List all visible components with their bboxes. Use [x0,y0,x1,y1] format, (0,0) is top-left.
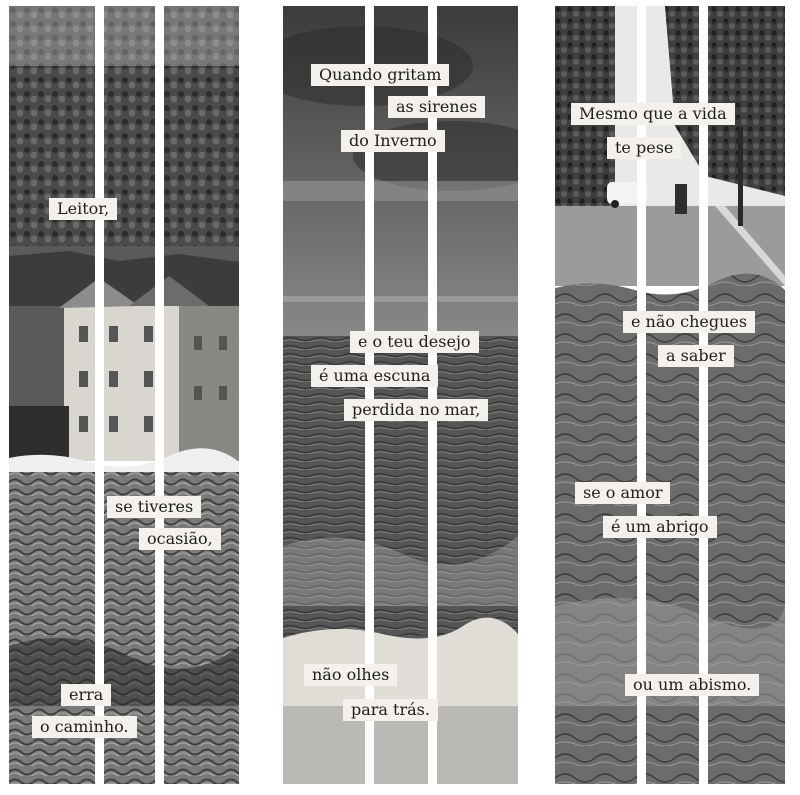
poem-line: erra [61,684,112,706]
collage-panel-sea: Quando gritam as sirenes do Inverno e o … [283,6,518,784]
poem-line: não olhes [304,664,398,686]
poem-line: e o teu desejo [350,331,479,353]
poem-line: as sirenes [388,96,486,118]
poem-line: é um abrigo [603,516,717,538]
collage-panel-village: Leitor, se tiveres ocasião, erra o camin… [9,6,239,784]
poem-line: perdida no mar, [344,399,489,421]
poem-line: e não chegues [623,311,756,333]
poem-line: se o amor [575,482,671,504]
poem-line: ocasião, [139,528,221,550]
collage-panel-street: Mesmo que a vida te pese e não chegues a… [555,6,785,784]
poem-line: se tiveres [107,496,202,518]
poem-line: Leitor, [49,198,118,220]
poem-line: é uma escuna [311,365,439,387]
poem-line: Mesmo que a vida [571,103,735,125]
village-hill-sea-image [9,6,239,784]
poem-line: a saber [658,345,734,367]
poem-line: Quando gritam [311,64,450,86]
poem-line: te pese [607,137,682,159]
poem-line: para trás. [343,699,438,721]
poem-line: o caminho. [32,716,137,738]
poem-line: ou um abismo. [625,674,760,696]
poem-line: do Inverno [341,130,445,152]
